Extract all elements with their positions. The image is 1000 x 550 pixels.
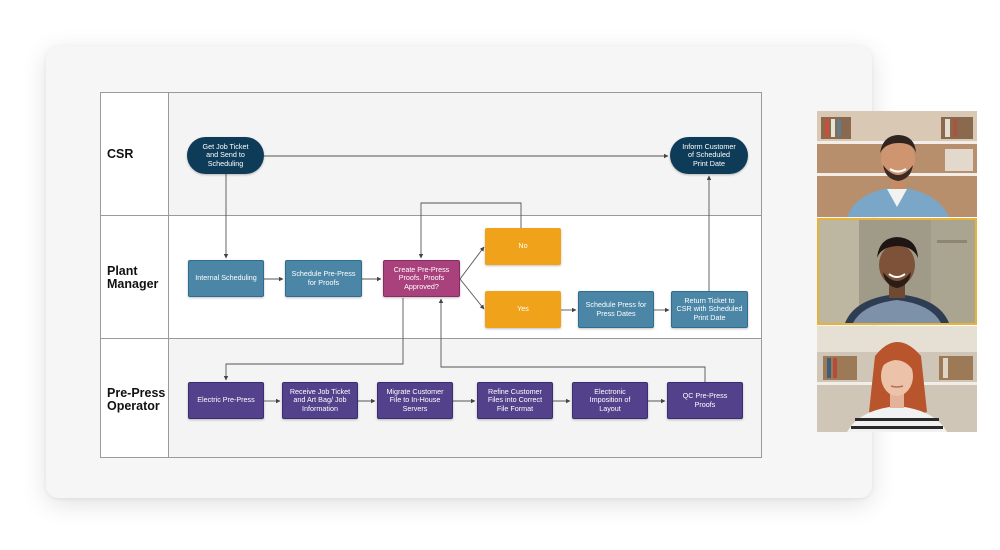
participant-avatar: [817, 326, 977, 432]
arrow-decision-to-electric-pre-press: [223, 298, 404, 381]
node-yes[interactable]: Yes: [485, 291, 561, 328]
node-internal-scheduling[interactable]: Internal Scheduling: [188, 260, 264, 297]
video-tile-participant-3[interactable]: [817, 326, 977, 432]
lane-label-csr: CSR: [107, 147, 134, 161]
video-tile-participant-2-active[interactable]: [817, 218, 977, 325]
lane-header-divider: [168, 93, 169, 457]
participant-avatar: [817, 111, 977, 217]
node-no[interactable]: No: [485, 228, 561, 265]
arrow-decision-to-no: [459, 246, 485, 280]
lane-divider: [101, 215, 761, 216]
arrow-qc-back-to-decision: [438, 298, 706, 382]
arrow-no-loop-back: [418, 202, 522, 259]
lane-label-plant-manager: Plant Manager: [107, 264, 159, 291]
video-tile-participant-1[interactable]: [817, 111, 977, 217]
lane-operator-background: [169, 338, 761, 457]
lane-label-pre-press-operator: Pre-Press Operator: [107, 386, 166, 413]
arrow-decision-to-yes: [459, 278, 485, 310]
participant-avatar: [819, 220, 975, 323]
lane-divider: [101, 338, 761, 339]
lane-csr-background: [169, 93, 761, 215]
node-electric-pre-press[interactable]: Electric Pre-Press: [188, 382, 264, 419]
